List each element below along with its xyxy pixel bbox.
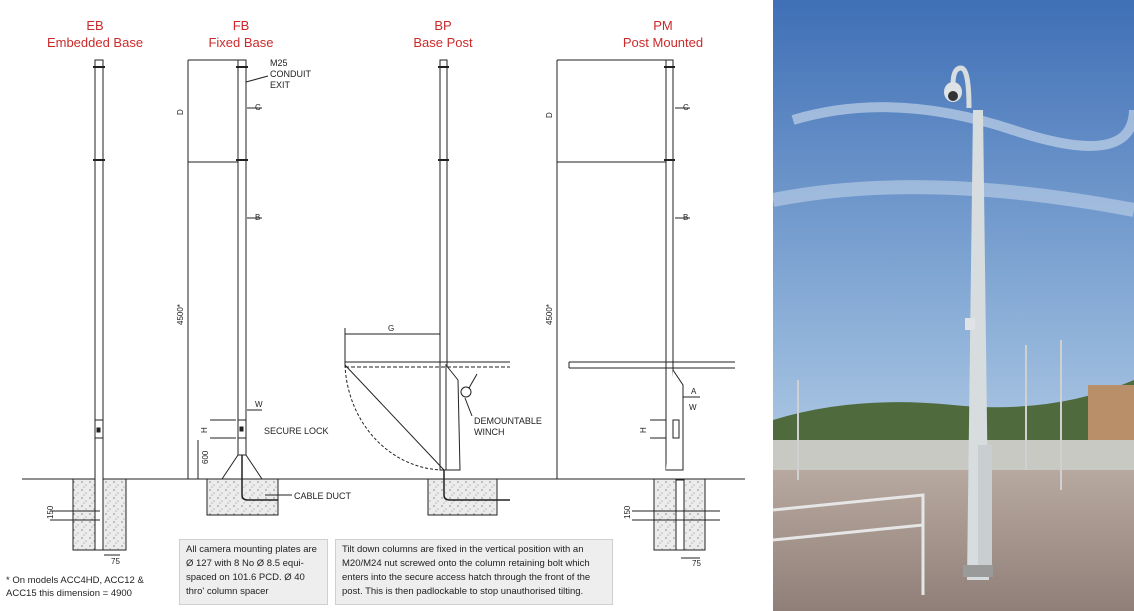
pm-column <box>556 59 735 559</box>
eb-dim-75: 75 <box>111 557 120 566</box>
building <box>1088 385 1134 445</box>
bp-winch-label-2: WINCH <box>474 427 505 437</box>
pm-dim-150: 150 <box>623 505 632 519</box>
variant-pm-name: Post Mounted <box>623 35 703 50</box>
pm-dim-75: 75 <box>692 559 701 568</box>
pm-dim-w: W <box>689 403 697 412</box>
fb-column <box>187 59 292 516</box>
variant-fb-code: FB <box>233 18 250 33</box>
fb-dim-h: H <box>200 427 209 433</box>
bp-column <box>344 59 510 516</box>
paving <box>773 470 1134 611</box>
eb-column <box>50 59 127 556</box>
fence <box>773 440 1134 475</box>
fb-conduit-leader <box>245 75 269 83</box>
hills <box>773 380 1134 450</box>
height-footnote: * On models ACC4HD, ACC12 & ACC15 this d… <box>6 575 144 599</box>
variant-fb-name: Fixed Base <box>208 35 273 50</box>
technical-drawing: EB Embedded Base FB Fixed Base BP Base P… <box>22 18 745 568</box>
pm-dim-d: D <box>545 112 554 118</box>
variant-bp-name: Base Post <box>413 35 473 50</box>
variant-bp-code: BP <box>434 18 451 33</box>
pm-dim-a: A <box>691 387 697 396</box>
bp-dim-g: G <box>388 324 394 333</box>
fb-dim-b: B <box>255 213 260 222</box>
barrier-rail <box>773 493 925 595</box>
fb-dim-w: W <box>255 400 263 409</box>
tilt-down-note: Tilt down columns are fixed in the verti… <box>335 539 613 605</box>
fb-dim-height: 4500* <box>176 304 185 325</box>
pm-dim-height: 4500* <box>545 304 554 325</box>
fb-conduit-label-1: M25 <box>270 58 288 68</box>
light-poles <box>797 340 1062 490</box>
pm-dim-h: H <box>639 427 648 433</box>
mounting-plate-note: All camera mounting plates are Ø 127 wit… <box>179 539 328 605</box>
cctv-column <box>944 65 993 580</box>
bp-winch-label-1: DEMOUNTABLE <box>474 416 542 426</box>
bp-winch-leader <box>464 397 473 417</box>
fb-dim-d: D <box>176 109 185 115</box>
eb-dim-150: 150 <box>46 505 55 519</box>
variant-eb-name: Embedded Base <box>47 35 143 50</box>
fb-secure-lock-label: SECURE LOCK <box>264 426 329 436</box>
variant-pm-code: PM <box>653 18 673 33</box>
pm-dim-b: B <box>683 213 688 222</box>
fb-conduit-label-2: CONDUIT <box>270 69 311 79</box>
fb-dim-c: C <box>255 103 261 112</box>
fb-cable-duct-label: CABLE DUCT <box>294 491 352 501</box>
fb-dim-600: 600 <box>201 450 210 464</box>
pm-dim-c: C <box>683 103 689 112</box>
fb-conduit-label-3: EXIT <box>270 80 291 90</box>
variant-eb-code: EB <box>86 18 103 33</box>
column-photo <box>773 0 1134 611</box>
